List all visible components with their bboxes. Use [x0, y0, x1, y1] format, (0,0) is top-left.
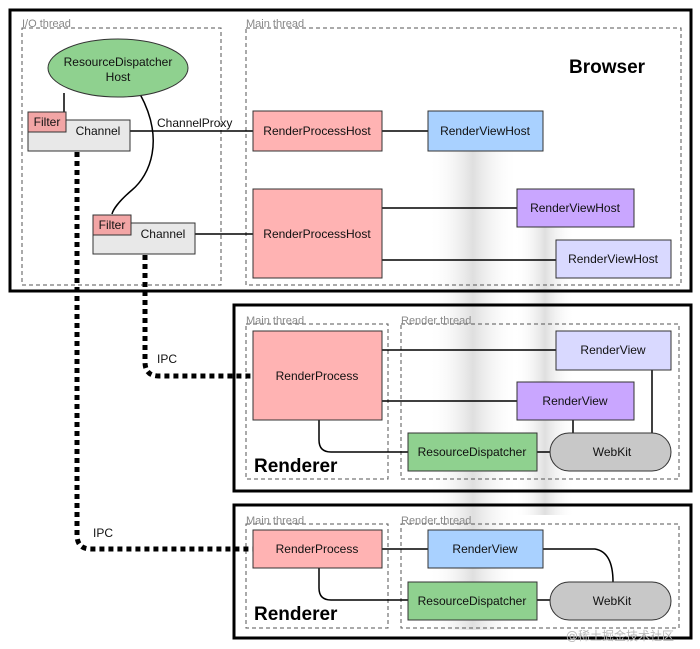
- render-view-host-3-node: [555, 239, 672, 279]
- r1-resource-dispatcher-node: [407, 432, 538, 472]
- r2-render-process-node: [252, 529, 383, 569]
- r1-render-process-label: RenderProcess: [276, 369, 359, 383]
- resource-dispatcher-host-label-line1: ResourceDispatcher: [64, 55, 173, 69]
- channel2-label: Channel: [141, 227, 186, 241]
- renderer2-process-box: [232, 503, 693, 640]
- browser-main-thread-box: [245, 27, 682, 286]
- render-process-host-2-node: [252, 188, 383, 279]
- browser-io-thread-box: [21, 27, 222, 286]
- browser-main-thread-label: Main thread: [246, 18, 304, 30]
- r2-resource-dispatcher-label: ResourceDispatcher: [418, 594, 527, 608]
- r1-rp-to-rd-line: [318, 420, 408, 453]
- renderer1-label: Renderer: [254, 456, 338, 477]
- r1-resource-dispatcher-label: ResourceDispatcher: [418, 445, 527, 459]
- render-view-host-1-node: [427, 110, 544, 152]
- r2-resource-dispatcher-node: [407, 581, 538, 621]
- resource-dispatcher-host-label-line2: Host: [106, 70, 131, 84]
- ipc-label-1: IPC: [157, 352, 177, 366]
- r2-render-view-label: RenderView: [452, 542, 517, 556]
- r2-main-thread-label: Main thread: [246, 515, 304, 527]
- renderer2-label: Renderer: [254, 604, 338, 625]
- ipc-link-2: [74, 152, 253, 552]
- render-view-host-2-node: [516, 188, 635, 228]
- resource-dispatcher-host-node: [47, 38, 189, 98]
- r1-render-thread-label: Render thread: [401, 315, 471, 327]
- r2-render-thread-label: Render thread: [401, 515, 471, 527]
- render-process-host-1-label: RenderProcessHost: [263, 124, 371, 138]
- r1-render-view-a-node: [555, 330, 672, 371]
- ipc-label-2: IPC: [93, 526, 113, 540]
- watermark: @稀土掘金技术社区: [566, 628, 674, 643]
- r2-rp-to-rd-line: [318, 568, 408, 601]
- r1-webkit-label: WebKit: [593, 445, 632, 459]
- filter2-label: Filter: [99, 218, 126, 232]
- filter1-node: [27, 111, 67, 133]
- r1-render-process-node: [252, 330, 383, 421]
- r1-render-view-b-label: RenderView: [542, 394, 607, 408]
- r2-webkit-node: [549, 581, 672, 621]
- filter1-label: Filter: [34, 115, 61, 129]
- r1-webkit-node: [549, 432, 672, 472]
- r2-render-thread-box: [400, 523, 680, 629]
- browser-process-box: [8, 8, 693, 293]
- r2-main-thread-box: [245, 523, 389, 629]
- r2-render-process-label: RenderProcess: [276, 542, 359, 556]
- render-process-host-1-node: [252, 110, 383, 152]
- filter2-node: [92, 214, 132, 236]
- rdh-to-channel2-line: [111, 93, 154, 215]
- r2-webkit-label: WebKit: [593, 594, 632, 608]
- browser-label: Browser: [569, 57, 646, 78]
- render-view-host-1-label: RenderViewHost: [440, 124, 530, 138]
- ipc-link-1: [142, 255, 253, 379]
- channel1-label: Channel: [76, 124, 121, 138]
- r1-main-thread-label: Main thread: [246, 315, 304, 327]
- render-view-host-2-label: RenderViewHost: [530, 201, 620, 215]
- r1-render-view-a-label: RenderView: [580, 343, 645, 357]
- r2-rv-to-webkit-line: [543, 548, 614, 583]
- channel-proxy-label: ChannelProxy: [157, 116, 232, 130]
- r2-render-view-node: [427, 529, 544, 569]
- browser-io-thread-label: I/O thread: [22, 18, 71, 30]
- r1-render-view-b-node: [516, 381, 635, 421]
- render-process-host-2-label: RenderProcessHost: [263, 227, 371, 241]
- render-view-host-3-label: RenderViewHost: [568, 252, 658, 266]
- renderer1-process-box: [232, 303, 693, 493]
